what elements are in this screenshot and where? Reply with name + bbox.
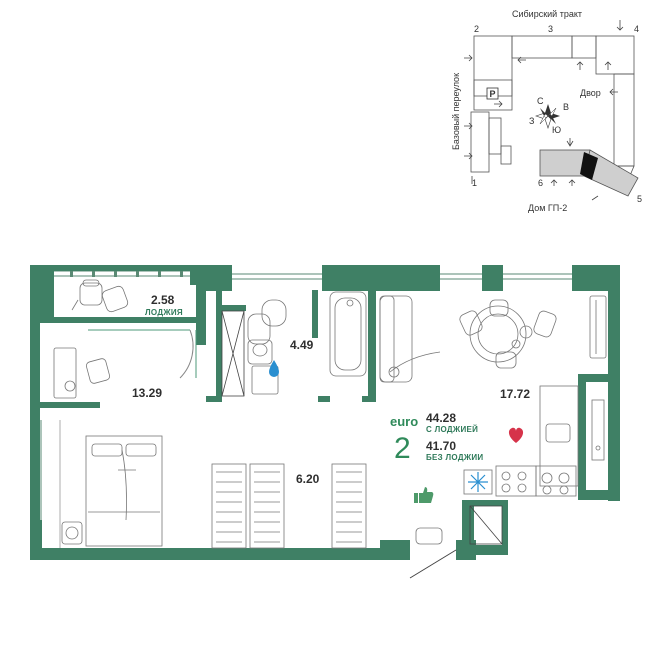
hall-area: 6.20 [296,472,320,486]
bedroom-furniture [53,347,163,547]
snowflake-icon [468,472,488,492]
area-net-label: БЕЗ ЛОДЖИИ [426,453,483,462]
house-gp2 [539,149,639,197]
living-furniture [379,295,607,383]
loggia-area: 2.58 [151,293,175,307]
area-total: 44.28 [426,411,456,425]
compass-icon: С В Ю З [529,96,569,135]
bathroom-furniture [247,291,367,395]
section-number-6: 6 [538,178,543,188]
section-number-4: 4 [634,24,639,34]
layout-type: euro [390,414,418,429]
area-net: 41.70 [426,439,456,453]
thumbs-up-icon [414,487,434,503]
walls [30,265,620,560]
bathroom-area: 4.49 [290,338,314,352]
rooms-count: 2 [394,432,411,465]
parking-icon: P [490,89,496,99]
svg-text:В: В [563,102,569,112]
svg-text:З: З [529,116,534,126]
bedroom-area: 13.29 [132,386,162,400]
hall-wardrobes [211,463,443,549]
section-number-1: 1 [472,178,477,188]
loggia-furniture [71,279,129,313]
heart-icon[interactable] [508,427,524,443]
svg-text:С: С [537,96,544,106]
loggia-label: ЛОДЖИЯ [145,308,183,317]
site-map: P Сибирский тракт Базовый переулок Двор … [451,9,642,213]
street-left-label: Базовый переулок [451,73,461,150]
section-number-3: 3 [548,24,553,34]
house-label: Дом ГП-2 [528,203,567,213]
courtyard-label: Двор [580,88,601,98]
kitchen-living-area: 17.72 [500,387,530,401]
section-number-2: 2 [474,24,479,34]
kitchen-furniture [463,385,605,497]
area-total-label: С ЛОДЖИЕЙ [426,425,478,434]
svg-text:Ю: Ю [552,125,561,135]
section-number-5: 5 [637,194,642,204]
water-drop-icon [269,360,279,377]
street-top-label: Сибирский тракт [512,9,582,19]
